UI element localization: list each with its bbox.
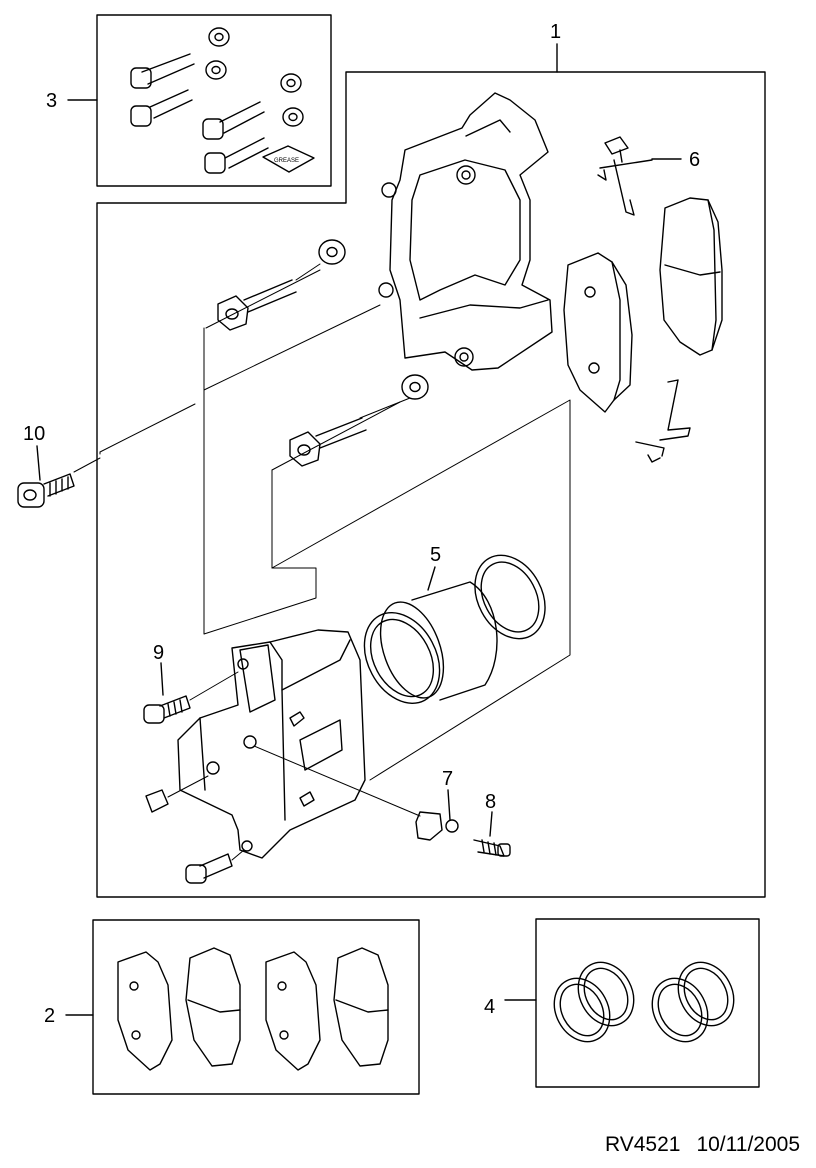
bleeder-screw — [473, 839, 511, 857]
anti-rattle-spring-upper — [597, 136, 653, 216]
caliper-guide-bolt — [143, 671, 239, 724]
outer-brake-pad — [659, 197, 723, 356]
document-code: RV4521 — [604, 1133, 681, 1156]
pad-set-inner-pad-1 — [117, 951, 173, 1071]
assembly-guide-lines — [73, 263, 571, 781]
caliper-housing — [177, 629, 366, 859]
callout-6: 6 — [689, 149, 701, 171]
grease-sachet-label: GREASE — [274, 158, 299, 164]
piston-dust-boot — [474, 554, 546, 640]
bracket-guide-pin-lower — [289, 417, 367, 467]
grease-sachet-icon — [262, 145, 315, 173]
inner-brake-pad — [563, 252, 633, 413]
hose-bracket — [253, 745, 459, 841]
pad-set-outer-pad-2 — [333, 947, 389, 1067]
callout-7: 7 — [442, 768, 454, 790]
leader-10 — [36, 445, 41, 481]
seal-kit-box-4 — [535, 918, 760, 1088]
kit-guide-pins — [130, 53, 269, 174]
callout-1: 1 — [550, 21, 562, 43]
leader-8 — [489, 811, 493, 837]
document-footer: RV4521 10/11/2005 — [605, 1133, 800, 1157]
bleeder-cap — [145, 775, 209, 813]
callout-5: 5 — [430, 544, 442, 566]
seal-kit-pair-2 — [651, 961, 735, 1043]
piston-seal-ring — [363, 612, 441, 704]
document-date: 10/11/2005 — [696, 1133, 800, 1156]
seal-kit-pair-1 — [553, 961, 635, 1043]
kit-bushings — [205, 27, 304, 127]
pad-set-box-2 — [92, 919, 420, 1095]
callout-4: 4 — [484, 996, 496, 1018]
bracket-bushing-lower — [401, 374, 429, 400]
caliper-bracket — [378, 92, 553, 371]
callout-2: 2 — [44, 1005, 56, 1027]
pad-set-inner-pad-2 — [265, 951, 321, 1071]
bracket-mounting-bolt — [17, 473, 75, 508]
assembly-box-1 — [96, 71, 766, 898]
leader-9 — [160, 662, 164, 696]
pad-set-outer-pad-1 — [185, 947, 241, 1067]
leader-7 — [447, 789, 451, 821]
callout-9: 9 — [153, 642, 165, 664]
callout-8: 8 — [485, 791, 497, 813]
leader-5 — [427, 566, 436, 591]
anti-rattle-spring-lower — [635, 379, 691, 463]
bracket-bushing-upper — [318, 239, 346, 265]
caliper-housing-bolt-lower — [185, 849, 245, 884]
bracket-guide-pin-upper — [217, 279, 297, 331]
callout-3: 3 — [46, 90, 58, 112]
callout-10: 10 — [23, 423, 46, 445]
